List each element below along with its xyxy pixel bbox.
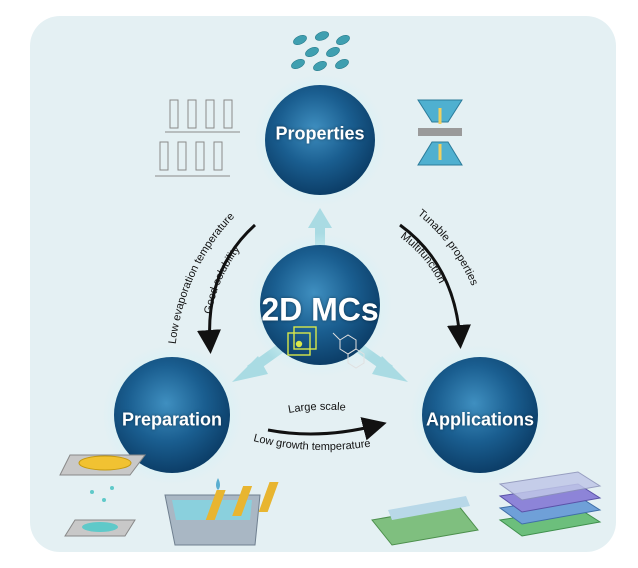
preparation-node: [114, 357, 230, 473]
substrate-evaporation-icon: [59, 454, 146, 537]
label-low-evaporation: Low evaporation temperature: [167, 211, 237, 345]
unit-cell-icon: [287, 326, 317, 356]
center-node: [260, 245, 380, 365]
properties-node: [265, 85, 375, 195]
svg-text:Large scale: Large scale: [287, 401, 346, 416]
applications-label: Applications: [425, 409, 535, 430]
label-large-scale: Large scale: [287, 401, 346, 416]
diamond-anvil-cell-icon: [417, 99, 463, 166]
applications-node: [422, 357, 538, 473]
left-arc-arrow: [197, 223, 257, 354]
electrode-device-icon: [205, 482, 479, 546]
bottom-arc-arrow: [267, 417, 387, 441]
molecule-icon: [332, 332, 365, 369]
molecular-crystal-lattice-icon: [155, 99, 240, 177]
center-title: 2D MCs: [261, 291, 379, 328]
right-arc-arrow: [399, 223, 471, 349]
svg-text:Low evaporation temperature: Low evaporation temperature: [167, 211, 237, 345]
crystal-flakes-icon: [291, 31, 350, 71]
properties-label: Properties: [275, 123, 365, 144]
preparation-label: Preparation: [121, 409, 223, 430]
layered-stack-icon: [498, 471, 602, 537]
